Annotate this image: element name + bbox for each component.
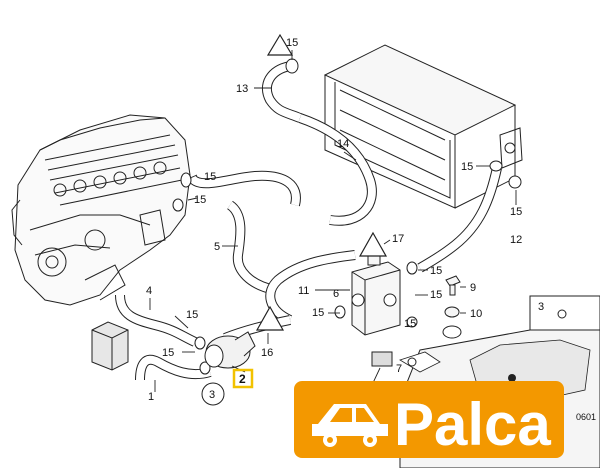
part-label-15: 15 [404,318,416,330]
engine-block-drawing [11,114,191,306]
water-valve-drawing [351,254,401,336]
inset-ref-code: 0601 [576,412,596,422]
water-pump-drawing [204,331,256,369]
part-label-15: 15 [312,307,324,319]
hose-clamps [172,58,522,375]
part-label-5: 5 [214,241,220,253]
coolant-can-drawing [91,321,129,371]
logo-text: Palca [394,391,551,458]
hoses [115,61,502,381]
part-label-16: 16 [261,347,273,359]
part-label-2: 2 [239,372,246,386]
highlight-box [232,368,254,389]
part-label-15: 15 [286,37,298,49]
part-label-6: 6 [333,288,339,300]
part-label-3: 3 [209,389,215,401]
car-icon [312,404,388,447]
heater-core-drawing [323,44,523,209]
part-label-15: 15 [510,206,522,218]
inset-label: 3 [538,301,544,313]
palca-logo: Palca [294,381,564,458]
part-label-15: 15 [430,289,442,301]
part-label-15: 15 [204,171,216,183]
part-label-11: 11 [298,285,309,297]
part-labels: 15 13 14 15 15 5 4 15 15 1 16 17 11 6 15… [146,37,522,403]
small-parts [371,275,462,367]
part-label-15: 15 [162,347,174,359]
part-label-1: 1 [148,391,154,403]
part-label-13: 13 [236,83,248,95]
circled-part-3: 3 [201,382,225,406]
part-label-12: 12 [510,234,522,246]
leader-lines [149,50,517,392]
logo-badge [294,381,564,458]
part-label-17: 17 [392,233,404,245]
part-label-7: 7 [396,363,402,375]
part-label-15: 15 [461,161,473,173]
warning-triangle-icon [255,33,388,331]
part-label-10: 10 [470,308,482,320]
part-label-14: 14 [337,138,349,150]
part-label-4: 4 [146,285,152,297]
part-label-15: 15 [430,265,442,277]
highlighted-part-2: 2 [232,368,254,389]
part-label-15: 15 [186,309,198,321]
part-label-9: 9 [470,282,476,294]
part-label-15: 15 [194,194,206,206]
